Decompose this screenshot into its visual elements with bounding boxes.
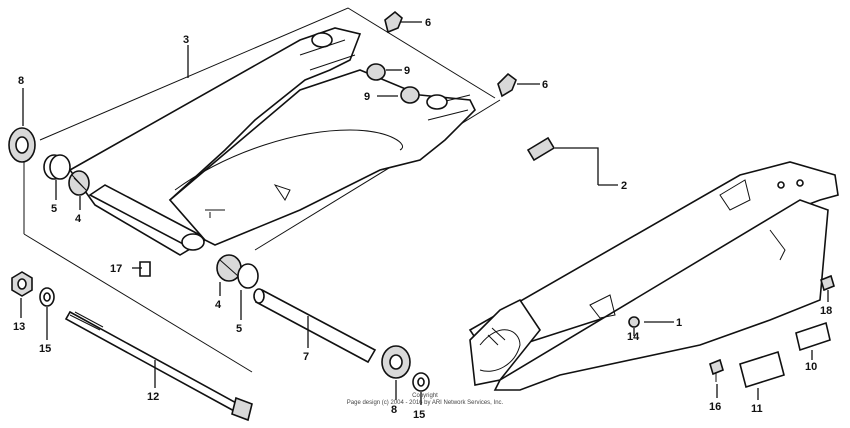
plate-10	[795, 321, 831, 352]
long-bolt-12	[64, 310, 253, 422]
copyright-line-2: Page design (c) 2004 - 2016 by ARI Netwo…	[347, 400, 504, 406]
swingarm	[68, 27, 476, 256]
pivot-shaft-7	[253, 288, 377, 364]
callout-6: 6	[425, 17, 431, 29]
copyright-notice: Copyright Page design (c) 2004 - 2016 by…	[347, 393, 504, 406]
bolt-17	[139, 261, 151, 277]
chain-case	[468, 161, 839, 391]
clip-6-right	[497, 72, 517, 98]
washer-15-left	[39, 287, 55, 307]
leader-lines	[20, 21, 829, 405]
callout-9: 9	[364, 91, 370, 103]
callout-5: 5	[236, 323, 242, 335]
bearing-4-right	[216, 254, 242, 282]
callout-4: 4	[215, 299, 222, 311]
plate-11	[739, 350, 785, 389]
bushing-5-left	[43, 154, 71, 180]
callout-12: 12	[147, 391, 159, 403]
oil-seal-bottom	[381, 345, 411, 379]
bolt-16	[709, 358, 724, 382]
callouts: 8 3 9 9 6 6 8 2 5 4 17 4 5 13 15 7 12 15…	[13, 17, 832, 421]
roller-9-top	[366, 63, 386, 81]
callout-15: 15	[413, 409, 425, 421]
bearing-4-left	[68, 170, 90, 196]
callout-7: 7	[303, 351, 309, 363]
callout-3: 3	[183, 34, 189, 46]
callout-4: 4	[75, 213, 82, 225]
callout-10: 10	[805, 361, 817, 373]
callout-18: 18	[820, 305, 832, 317]
callout-14: 14	[627, 331, 640, 343]
callout-1: 1	[676, 317, 682, 329]
callout-9: 9	[404, 65, 410, 77]
decal-2	[526, 136, 556, 162]
copyright-line-1: Copyright	[412, 393, 438, 399]
nut-13	[11, 271, 33, 297]
callout-8: 8	[391, 404, 397, 416]
callout-2: 2	[621, 180, 627, 192]
bushing-5-right	[237, 263, 259, 289]
bolt-18	[820, 274, 835, 292]
roller-9-bottom	[400, 86, 420, 104]
callout-17: 17	[110, 263, 122, 275]
callout-11: 11	[751, 403, 763, 415]
callout-16: 16	[709, 401, 721, 413]
washer-15-right	[412, 372, 430, 392]
oil-seal-left	[8, 127, 36, 163]
grommet-14	[628, 316, 640, 328]
callout-5: 5	[51, 203, 57, 215]
clip-6-top	[384, 10, 403, 34]
callout-13: 13	[13, 321, 25, 333]
callout-15: 15	[39, 343, 51, 355]
callout-6: 6	[542, 79, 548, 91]
callout-8: 8	[18, 75, 24, 87]
